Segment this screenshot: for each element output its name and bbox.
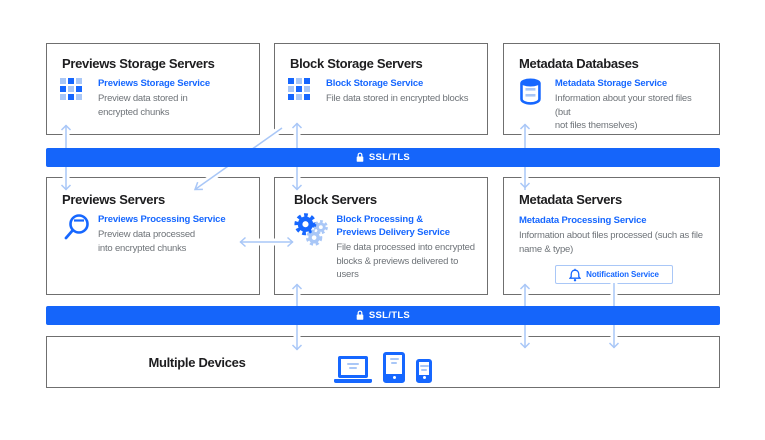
block-storage-servers-box: Block Storage Servers Block Storage Serv…	[274, 43, 488, 135]
ssl-tls-label: SSL/TLS	[368, 152, 411, 163]
lock-icon	[356, 310, 364, 320]
metadata-databases-box: Metadata Databases Metadata Storage Serv…	[503, 43, 720, 135]
multiple-devices-box: Multiple Devices	[46, 336, 720, 388]
laptop-icon	[334, 356, 372, 383]
box-title: Block Servers	[294, 192, 377, 207]
grid-icon	[60, 78, 82, 100]
device-icons	[334, 349, 432, 383]
service-description: File data stored in encrypted blocks	[326, 93, 469, 104]
service-description: Preview data processed into encrypted ch…	[98, 229, 195, 254]
database-icon	[520, 78, 541, 105]
box-title: Previews Servers	[62, 192, 165, 207]
service-description: Preview data stored in encrypted chunks	[98, 93, 188, 118]
lock-icon	[356, 152, 364, 162]
phone-icon	[416, 359, 432, 383]
box-title: Metadata Databases	[519, 56, 639, 71]
grid-icon	[288, 78, 310, 100]
box-title: Metadata Servers	[519, 192, 622, 207]
service-name: Block Storage Service	[326, 78, 424, 89]
magnifier-icon	[64, 214, 89, 240]
block-servers-box: Block Servers	[274, 177, 488, 295]
bell-icon	[569, 268, 582, 281]
ssl-tls-bar-top: SSL/TLS	[46, 148, 720, 167]
box-title: Previews Storage Servers	[62, 56, 215, 71]
notification-service-label: Notification Service	[586, 270, 659, 279]
service-description: Information about files processed (such …	[519, 230, 703, 255]
previews-storage-servers-box: Previews Storage Servers Previews Storag…	[46, 43, 260, 135]
service-name: Previews Storage Service	[98, 78, 211, 89]
gears-icon	[294, 213, 328, 246]
ssl-tls-label: SSL/TLS	[368, 310, 411, 321]
service-name: Metadata Processing Service	[519, 215, 647, 226]
multiple-devices-label: Multiple Devices	[148, 355, 246, 370]
service-description: File data processed into encrypted block…	[336, 242, 475, 280]
service-name: Metadata Storage Service	[554, 78, 667, 89]
ssl-tls-bar-bottom: SSL/TLS	[46, 306, 720, 325]
service-name: Block Processing & Previews Delivery Ser…	[336, 214, 450, 238]
box-title: Block Storage Servers	[290, 56, 423, 71]
service-name: Previews Processing Service	[98, 214, 226, 225]
tablet-icon	[383, 352, 405, 383]
service-description: Information about your stored files (but…	[554, 93, 692, 131]
metadata-servers-box: Metadata Servers Metadata Processing Ser…	[503, 177, 720, 295]
previews-servers-box: Previews Servers Previews Processing Ser…	[46, 177, 260, 295]
notification-service-button: Notification Service	[555, 265, 673, 284]
